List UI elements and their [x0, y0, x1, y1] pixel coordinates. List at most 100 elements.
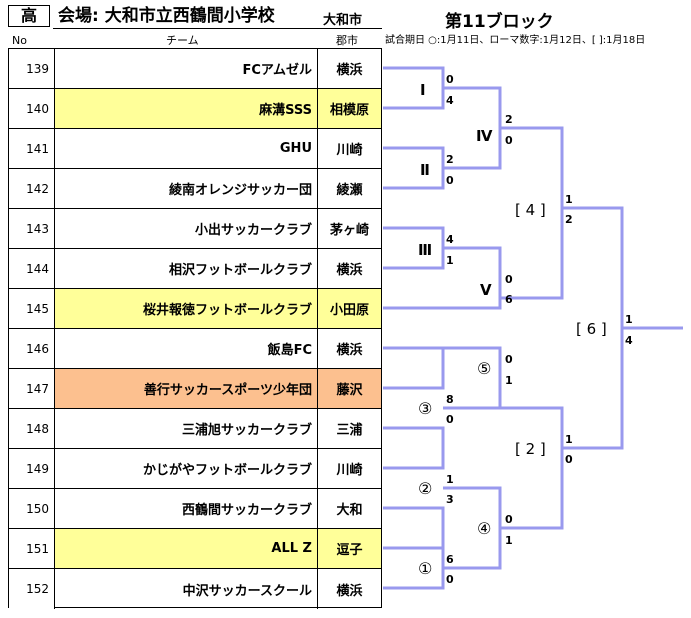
score-top: 1	[565, 433, 573, 446]
score-bottom: 1	[446, 254, 454, 267]
team-number: 139	[9, 49, 55, 88]
score-top: 4	[446, 233, 454, 246]
table-row: 152 中沢サッカースクール 横浜	[9, 569, 381, 609]
table-row: 143 小出サッカークラブ 茅ヶ崎	[9, 209, 381, 249]
table-row: 145 桜井報徳フットボールクラブ 小田原	[9, 289, 381, 329]
match-label: ②	[418, 479, 432, 498]
match-label: ③	[418, 399, 432, 418]
team-city: 川崎	[336, 463, 363, 478]
team-number: 148	[9, 409, 55, 448]
score-bottom: 0	[505, 134, 513, 147]
venue-title: 会場: 大和市立西鶴間小学校	[58, 6, 275, 26]
score-bottom: 1	[505, 374, 513, 387]
score-top: 0	[505, 513, 513, 526]
team-city: 相模原	[329, 103, 369, 118]
team-city: 横浜	[336, 63, 363, 78]
team-name: 相沢フットボールクラブ	[55, 249, 318, 288]
score-top: 0	[446, 73, 454, 86]
match-label: ⑤	[477, 359, 491, 378]
match-label: ④	[477, 519, 491, 538]
team-number: 145	[9, 289, 55, 328]
table-row: 141 GHU 川崎	[9, 129, 381, 169]
team-city: 三浦	[336, 423, 363, 438]
team-name: FCアムゼル	[55, 49, 318, 88]
match-label: Ⅴ	[480, 281, 492, 299]
venue-city: 大和市	[323, 13, 363, 28]
score-top: 1	[565, 193, 573, 206]
match-label: Ⅱ	[420, 161, 430, 179]
table-row: 146 飯島FC 横浜	[9, 329, 381, 369]
team-number: 150	[9, 489, 55, 528]
column-header-city: 郡市	[336, 34, 358, 47]
block-title: 第11ブロック	[445, 12, 554, 32]
score-top: 2	[505, 113, 513, 126]
team-name: GHU	[55, 129, 318, 168]
team-name: ALL Z	[55, 529, 318, 568]
score-top: 1	[446, 473, 454, 486]
column-header-no: No	[12, 34, 27, 47]
score-top: 6	[446, 553, 454, 566]
team-number: 143	[9, 209, 55, 248]
team-number: 147	[9, 369, 55, 408]
table-row: 140 麻溝SSS 相模原	[9, 89, 381, 129]
table-row: 148 三浦旭サッカークラブ 三浦	[9, 409, 381, 449]
score-bottom: 4	[625, 334, 633, 347]
team-city: 大和	[336, 503, 363, 518]
table-row: 144 相沢フットボールクラブ 横浜	[9, 249, 381, 289]
score-top: 2	[446, 153, 454, 166]
team-city: 逗子	[336, 543, 363, 558]
team-number: 144	[9, 249, 55, 288]
team-city: 綾瀬	[336, 183, 363, 198]
team-number: 151	[9, 529, 55, 568]
table-row: 147 善行サッカースポーツ少年団 藤沢	[9, 369, 381, 409]
team-name: 中沢サッカースクール	[55, 569, 318, 609]
score-bottom: 4	[446, 94, 454, 107]
grade-badge: 高	[8, 5, 50, 27]
score-bottom: 2	[565, 213, 573, 226]
team-name: 麻溝SSS	[55, 89, 318, 128]
score-top: 0	[505, 273, 513, 286]
score-bottom: 0	[446, 174, 454, 187]
score-bottom: 6	[505, 293, 513, 306]
team-number: 152	[9, 569, 55, 609]
team-city: 横浜	[336, 343, 363, 358]
table-row: 139 FCアムゼル 横浜	[9, 49, 381, 89]
team-name: 綾南オレンジサッカー団	[55, 169, 318, 208]
score-top: 8	[446, 393, 454, 406]
match-label: Ⅰ	[420, 81, 426, 99]
bracket-lines	[383, 66, 683, 590]
team-number: 140	[9, 89, 55, 128]
match-label: [ 4 ]	[515, 201, 546, 219]
match-label: [ 2 ]	[515, 440, 546, 458]
score-top: 0	[505, 353, 513, 366]
team-number: 142	[9, 169, 55, 208]
team-city: 横浜	[336, 263, 363, 278]
score-top: 1	[625, 313, 633, 326]
team-name: 桜井報徳フットボールクラブ	[55, 289, 318, 328]
team-name: 小出サッカークラブ	[55, 209, 318, 248]
score-bottom: 1	[505, 534, 513, 547]
title-underline	[53, 28, 382, 29]
team-name: 善行サッカースポーツ少年団	[55, 369, 318, 408]
team-city: 川崎	[336, 143, 363, 158]
column-header-team: チーム	[166, 34, 199, 47]
table-row: 142 綾南オレンジサッカー団 綾瀬	[9, 169, 381, 209]
team-name: 飯島FC	[55, 329, 318, 368]
match-label: ①	[418, 559, 432, 578]
table-row: 150 西鶴間サッカークラブ 大和	[9, 489, 381, 529]
table-row: 149 かじがやフットボールクラブ 川崎	[9, 449, 381, 489]
match-label: Ⅳ	[476, 127, 493, 145]
team-table: 139 FCアムゼル 横浜 140 麻溝SSS 相模原 141 GHU 川崎 1…	[8, 48, 382, 609]
score-bottom: 3	[446, 493, 454, 506]
team-city: 横浜	[336, 583, 363, 599]
table-row: 151 ALL Z 逗子	[9, 529, 381, 569]
score-bottom: 0	[446, 573, 454, 586]
score-bottom: 0	[446, 413, 454, 426]
team-city: 小田原	[329, 303, 369, 318]
team-city: 藤沢	[336, 383, 363, 398]
team-name: 三浦旭サッカークラブ	[55, 409, 318, 448]
match-label: Ⅲ	[418, 241, 432, 259]
schedule-note: 試合期日 ○:1月11日、ローマ数字:1月12日、[ ]:1月18日	[385, 35, 646, 46]
team-city: 茅ヶ崎	[329, 223, 369, 238]
